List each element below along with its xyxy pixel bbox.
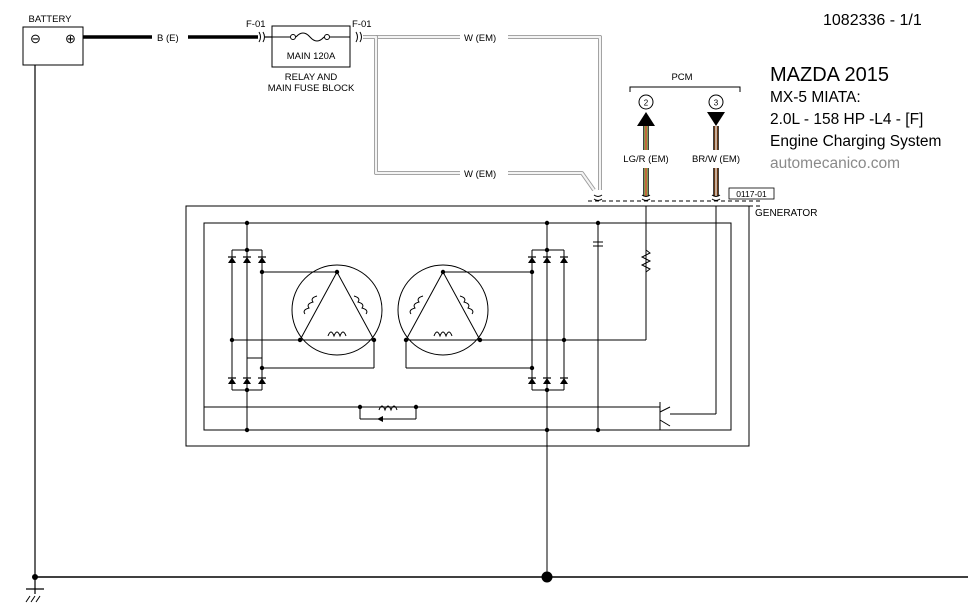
wire-label-b-e: B (E) <box>157 33 179 44</box>
connector-0117-01: 0117-01 <box>736 189 767 199</box>
connector-f01-out: F-01 <box>352 19 372 30</box>
wire-label-w-em-top: W (EM) <box>464 33 496 44</box>
title-model: MX-5 MIATA: <box>770 89 861 106</box>
field-coil-icon <box>378 405 398 412</box>
document-id: 1082336 - 1/1 <box>823 12 922 29</box>
battery-label: BATTERY <box>29 14 73 25</box>
stator-coils <box>303 241 652 412</box>
battery: BATTERY ⊖ ⊕ <box>22 14 84 66</box>
pcm-label: PCM <box>671 72 692 83</box>
resistor-icon <box>640 249 652 273</box>
wire-label-br-w: BR/W (EM) <box>692 154 740 165</box>
battery-negative-icon: ⊖ <box>30 31 41 46</box>
title-engine: 2.0L - 158 HP -L4 - [F] <box>770 111 924 128</box>
fuse-block-name-2: MAIN FUSE BLOCK <box>268 83 355 94</box>
generator-connector: 0117-01 <box>588 187 775 207</box>
generator <box>185 205 750 577</box>
connector-f01-in: F-01 <box>246 19 266 30</box>
title-system: Engine Charging System <box>770 133 942 150</box>
site-watermark: automecanico.com <box>770 155 901 172</box>
battery-positive-icon: ⊕ <box>65 31 76 46</box>
pcm: PCM 2 3 <box>629 72 741 126</box>
pcm-pin-2: 2 <box>644 99 649 108</box>
fuse-main-120a: MAIN 120A <box>287 51 336 62</box>
rectifier-diodes <box>227 253 569 422</box>
pcm-output-arrow-icon <box>637 112 655 126</box>
wire-label-lg-r: LG/R (EM) <box>623 154 668 165</box>
wire-white-fuse-to-generator <box>363 35 602 192</box>
junction-dots <box>229 220 601 433</box>
ground-bus <box>25 40 968 603</box>
wire-label-w-em-bottom: W (EM) <box>464 169 496 180</box>
title-make-year: MAZDA 2015 <box>770 64 889 86</box>
generator-label: GENERATOR <box>755 208 817 219</box>
pcm-pin-3: 3 <box>714 99 719 108</box>
pcm-input-arrow-icon <box>707 112 725 126</box>
main-fuse-block: MAIN 120A RELAY AND MAIN FUSE BLOCK F-01 <box>268 19 372 94</box>
fuse-block-name-1: RELAY AND <box>285 72 338 83</box>
wire-battery-to-fuse: B (E) F-01 <box>83 19 272 44</box>
